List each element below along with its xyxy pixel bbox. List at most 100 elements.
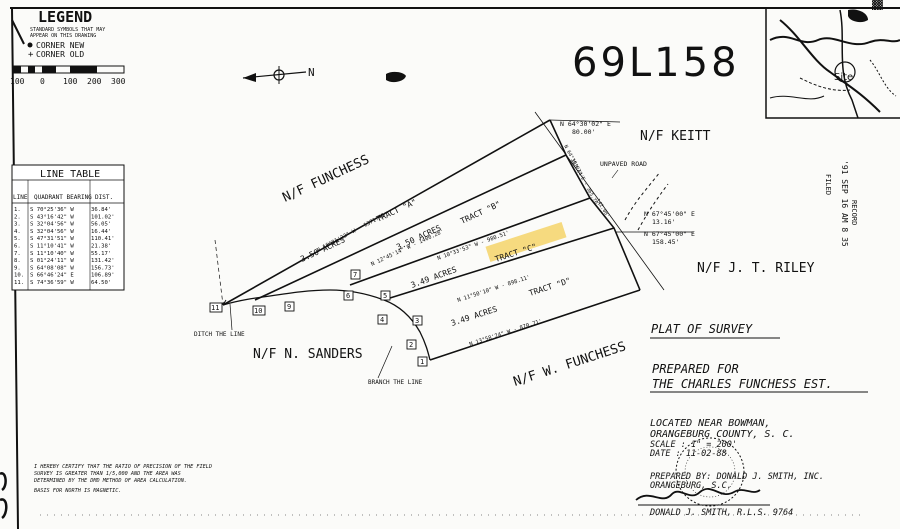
line-table-cell-line: 2. xyxy=(14,214,21,220)
tract-b-name: TRACT "B" xyxy=(459,199,502,225)
corner-old-icon: + xyxy=(28,50,34,60)
recording-stamp: '91 SEP 16 AM 8 35 FILED RECORD xyxy=(824,160,858,247)
ink-blot xyxy=(386,71,406,83)
tract-b-bearing: N 12°45'14" W - 1400.28' xyxy=(370,229,445,268)
corner-11: 11 xyxy=(211,304,219,312)
tract-c-highlight xyxy=(485,222,567,262)
corner-6: 6 xyxy=(346,292,350,300)
location-line: LOCATED NEAR BOWMAN, xyxy=(650,418,770,429)
tract-d-bearing: N 11°50'10" W - 898.11' xyxy=(457,275,531,304)
line-table-header-bearing: QUADRANT BEARING xyxy=(34,194,92,201)
corner-4: 4 xyxy=(380,316,384,324)
scale-label-100b: 100 xyxy=(63,77,78,86)
stamp-line-1: '91 SEP 16 AM 8 35 xyxy=(840,160,849,247)
line-table-cell-dist: 21.38' xyxy=(91,244,111,250)
surveyor-signature xyxy=(635,488,761,501)
bearing-b1: N 64°30'02" E xyxy=(560,120,611,128)
scale-label-0: 0 xyxy=(40,77,45,86)
corner-3: 3 xyxy=(415,317,419,325)
line-table-cell-dist: 36.84' xyxy=(91,207,111,213)
county-line: ORANGEBURG COUNTY, S. C. xyxy=(650,429,795,440)
line-table-header-line: LINE xyxy=(13,194,28,201)
property-lines xyxy=(214,111,694,361)
certification: I HEREBY CERTIFY THAT THE RATIO OF PRECI… xyxy=(33,464,212,494)
legend-corner-old: CORNER OLD xyxy=(36,50,84,59)
legend-arrow-icon xyxy=(11,19,25,45)
line-table: LINE TABLE LINE QUADRANT BEARING DIST. 1… xyxy=(11,164,125,291)
corner-7: 7 xyxy=(353,271,357,279)
certification-line-3: DETERMINED BY THE DMD METHOD OF AREA CAL… xyxy=(33,478,187,484)
prepared-for-label: PREPARED FOR xyxy=(652,362,739,376)
line-table-cell-dist: 55.17' xyxy=(91,251,111,257)
legend-corner-new: CORNER NEW xyxy=(36,41,84,50)
line-table-cell-bearing: S 66°46'24" E xyxy=(30,273,74,279)
tract-d-acres: 3.49 ACRES xyxy=(450,304,499,327)
corner-10: 10 xyxy=(254,307,262,315)
line-table-cell-line: 9. xyxy=(14,265,21,271)
south-line-bearing: N 13°58'24" W - 870.71' xyxy=(469,319,543,348)
line-table-cell-line: 10. xyxy=(14,273,24,279)
line-table-cell-bearing: S 43°16'42" W xyxy=(30,214,74,220)
corner-1: 1 xyxy=(420,358,424,366)
scale-label-300: 300 xyxy=(111,77,126,86)
plat-title: PLAT OF SURVEY xyxy=(651,322,753,336)
surveyor-seal-icon xyxy=(675,437,745,507)
line-table-cell-dist: 156.73' xyxy=(91,265,115,271)
date-line: DATE : 11-02-88 xyxy=(649,449,727,459)
legend: LEGEND STANDARD SYMBOLS THAT MAY APPEAR … xyxy=(10,8,126,86)
line-table-cell-dist: 56.05' xyxy=(91,222,111,228)
scale-line: SCALE : 1" = 200' xyxy=(650,440,737,450)
title-block: PLAT OF SURVEY PREPARED FOR THE CHARLES … xyxy=(635,322,868,518)
unpaved-road-label: UNPAVED ROAD xyxy=(600,160,647,168)
line-table-cell-dist: 64.50' xyxy=(91,280,111,286)
branch-label: BRANCH THE LINE xyxy=(368,379,423,386)
tract-d-name: TRACT "D" xyxy=(528,276,572,298)
binding-marks xyxy=(0,472,8,520)
bearing-b3: N 67°45'00" E xyxy=(644,230,695,238)
owner-nf-riley: N/F J. T. RILEY xyxy=(697,261,815,276)
document-number: 69L158 xyxy=(572,40,740,86)
bearing-b3-dist: 158.45' xyxy=(652,238,679,246)
tract-a-bearing: N 16°31'22" W - 1371.42' xyxy=(316,211,389,254)
corner-5: 5 xyxy=(383,292,387,300)
prepared-for-name: THE CHARLES FUNCHESS EST. xyxy=(652,377,833,391)
certification-line-2: SURVEY IS GREATER THAN 1/5,000 AND THE A… xyxy=(34,471,181,477)
stamp-line-3: RECORD xyxy=(850,200,858,225)
legend-note-1: STANDARD SYMBOLS THAT MAY xyxy=(30,27,105,33)
north-arrow-label: N xyxy=(308,66,315,79)
line-table-cell-bearing: S 32°04'56" W xyxy=(30,222,74,228)
owner-nf-w-funchess: N/F W. FUNCHESS xyxy=(512,339,628,390)
line-table-header-dist: DIST. xyxy=(95,194,113,201)
line-table-cell-bearing: S 74°36'59" W xyxy=(30,280,74,286)
prepared-by-city: ORANGEBURG, S.C. xyxy=(650,481,732,491)
line-table-cell-dist: 106.89' xyxy=(91,273,115,279)
north-arrow: N xyxy=(242,66,315,84)
bearing-east-b: 158.44' xyxy=(569,158,584,179)
bearing-b1-dist: 80.00' xyxy=(572,128,595,136)
owner-nf-funchess: N/F FUNCHESS xyxy=(280,152,371,205)
corner-markers: 1 2 3 4 5 6 7 9 10 11 xyxy=(209,269,428,367)
line-table-cell-bearing: S 47°31'51" W xyxy=(30,236,74,242)
line-table-cell-bearing: S 70°25'36" W xyxy=(30,207,74,213)
line-table-cell-line: 4. xyxy=(14,229,21,235)
line-table-cell-bearing: S 32°04'56" W xyxy=(30,229,74,235)
corner-new-icon xyxy=(27,42,33,48)
line-table-cell-dist: 110.41' xyxy=(91,236,115,242)
scale-bar: 100 0 100 200 300 xyxy=(10,65,126,86)
line-table-cell-line: 7. xyxy=(14,251,21,257)
line-table-cell-line: 8. xyxy=(14,258,21,264)
bearing-east-c: 142.08' xyxy=(594,198,610,219)
svg-text:▓▓: ▓▓ xyxy=(872,0,883,11)
bearing-b2: N 67°45'00" E xyxy=(644,210,695,218)
vicinity-map: Site ▓▓ xyxy=(765,0,900,119)
line-table-cell-dist: 101.02' xyxy=(91,214,115,220)
scale-label-100a: 100 xyxy=(10,77,25,86)
tract-c-acres: 3.49 ACRES xyxy=(410,265,459,290)
owner-nf-sanders: N/F N. SANDERS xyxy=(253,347,363,362)
line-table-cell-bearing: S 64°08'08" W xyxy=(30,265,74,271)
owner-nf-keitt: N/F KEITT xyxy=(640,129,711,144)
surveyor-name: DONALD J. SMITH, R.L.S. 9764 xyxy=(649,508,793,518)
line-table-cell-bearing: S 01°24'11" W xyxy=(30,258,74,264)
